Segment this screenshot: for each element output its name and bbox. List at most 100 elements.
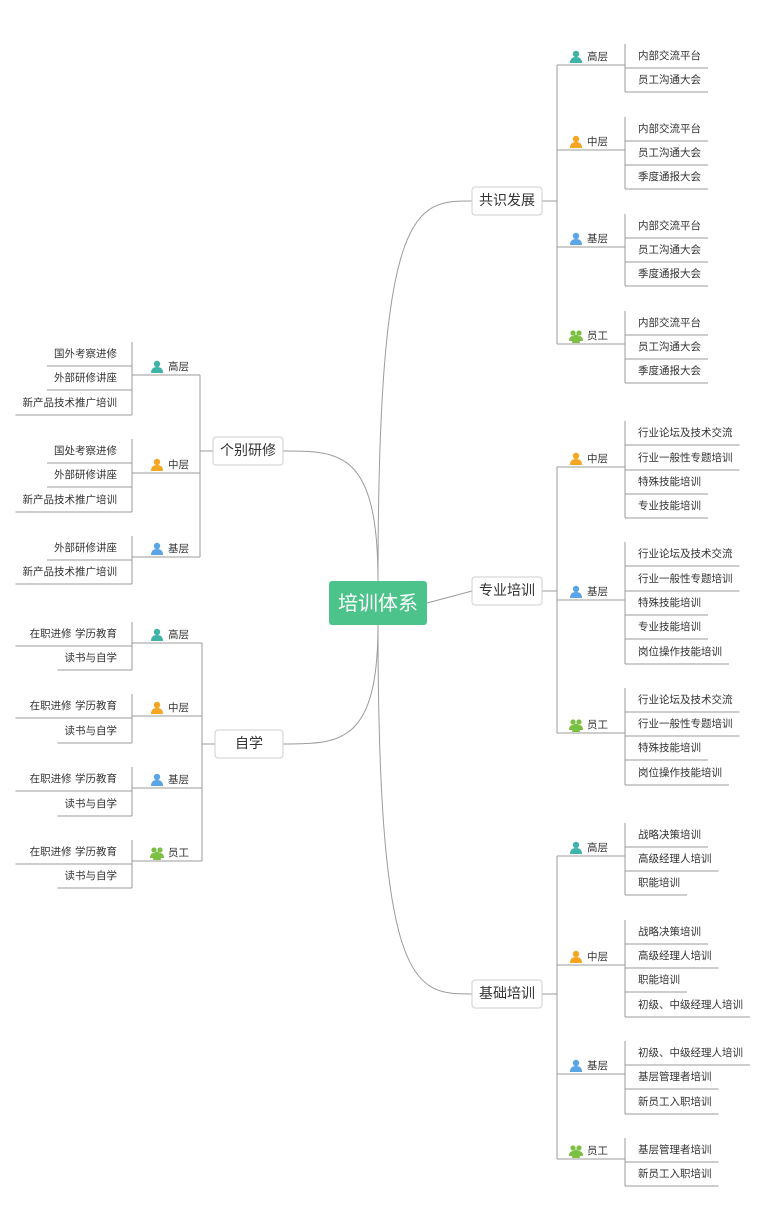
leaf-label: 特殊技能培训 — [638, 741, 701, 754]
leaf-item: 新员工入职培训 — [625, 1167, 719, 1187]
leaf-label: 外部研修讲座 — [54, 541, 117, 554]
level-label: 员工 — [168, 847, 189, 859]
leaf-item: 职能培训 — [625, 973, 687, 993]
person-icon — [151, 542, 163, 555]
leaf-item: 读书与自学 — [57, 724, 132, 744]
leaf-label: 战略决策培训 — [638, 925, 701, 938]
leaf-item: 行业一般性专题培训 — [625, 572, 740, 592]
leaf-item: 特殊技能培训 — [625, 475, 708, 495]
person-icon — [570, 841, 582, 854]
leaf-item: 初级、中级经理人培训 — [625, 1046, 750, 1066]
branch-0: 高层内部交流平台员工沟通大会中层内部交流平台员工沟通大会季度通报大会基层内部交流… — [471, 44, 708, 384]
leaf-label: 行业论坛及技术交流 — [638, 693, 733, 706]
branch-node[interactable]: 个别研修 — [212, 436, 284, 466]
branch-label: 个别研修 — [220, 443, 276, 459]
leaf-label: 新员工入职培训 — [638, 1167, 712, 1180]
leaf-item: 基层管理者培训 — [625, 1070, 719, 1090]
leaf-item: 员工沟通大会 — [625, 243, 708, 263]
branch-node[interactable]: 专业培训 — [471, 576, 543, 606]
level-label: 中层 — [168, 458, 189, 471]
leaf-item: 特殊技能培训 — [625, 596, 708, 616]
branch-connector — [282, 624, 379, 745]
level-label: 高层 — [168, 360, 189, 373]
leaf-item: 特殊技能培训 — [625, 741, 708, 761]
leaf-label: 高级经理人培训 — [638, 852, 712, 865]
leaf-label: 行业一般性专题培训 — [638, 717, 733, 730]
branch-3: 高层国外考察进修外部研修讲座新产品技术推广培训中层国处考察进修外部研修讲座新产品… — [15, 342, 284, 585]
person-icon — [570, 232, 582, 245]
branch-node[interactable]: 共识发展 — [471, 186, 543, 216]
leaf-item: 新产品技术推广培训 — [15, 493, 132, 513]
person-icon — [151, 773, 163, 786]
leaf-label: 职能培训 — [638, 876, 680, 889]
leaf-label: 员工沟通大会 — [638, 73, 701, 86]
level-label: 高层 — [587, 841, 608, 854]
branch-connector — [426, 590, 473, 604]
leaf-label: 行业一般性专题培训 — [638, 451, 733, 464]
leaf-label: 行业论坛及技术交流 — [638, 426, 733, 439]
leaf-label: 新产品技术推广培训 — [23, 565, 118, 578]
leaf-item: 专业技能培训 — [625, 620, 708, 640]
leaf-label: 职能培训 — [638, 973, 680, 986]
leaf-label: 初级、中级经理人培训 — [638, 1046, 743, 1059]
group-icon — [569, 1145, 583, 1158]
level-label: 高层 — [168, 628, 189, 641]
leaf-label: 初级、中级经理人培训 — [638, 998, 743, 1011]
person-icon — [570, 50, 582, 63]
level-label: 员工 — [587, 330, 608, 342]
leaf-label: 专业技能培训 — [638, 620, 701, 633]
leaf-label: 专业技能培训 — [638, 499, 701, 512]
leaf-label: 在职进修 学历教育 — [30, 845, 117, 858]
leaf-item: 新员工入职培训 — [625, 1095, 719, 1115]
branch-2: 高层战略决策培训高级经理人培训职能培训中层战略决策培训高级经理人培训职能培训初级… — [471, 823, 750, 1187]
leaf-label: 外部研修讲座 — [54, 371, 117, 384]
level-label: 高层 — [587, 50, 608, 63]
branch-connector — [282, 450, 379, 582]
leaf-label: 基层管理者培训 — [638, 1143, 712, 1156]
leaf-item: 读书与自学 — [57, 651, 132, 671]
level-label: 中层 — [587, 452, 608, 465]
leaf-item: 专业技能培训 — [625, 499, 708, 519]
leaf-item: 新产品技术推广培训 — [15, 565, 132, 585]
level-label: 员工 — [587, 1145, 608, 1157]
leaf-item: 在职进修 学历教育 — [15, 772, 132, 792]
branch-node[interactable]: 基础培训 — [471, 979, 543, 1009]
person-icon — [570, 585, 582, 598]
leaf-item: 行业一般性专题培训 — [625, 717, 740, 737]
person-icon — [151, 628, 163, 641]
leaf-item: 行业一般性专题培训 — [625, 451, 740, 471]
leaf-label: 内部交流平台 — [638, 219, 701, 232]
leaf-item: 初级、中级经理人培训 — [625, 998, 750, 1018]
leaf-item: 季度通报大会 — [625, 170, 708, 190]
level-node: 高层内部交流平台员工沟通大会 — [557, 44, 708, 93]
leaf-item: 岗位操作技能培训 — [625, 645, 729, 665]
branch-connector — [377, 200, 473, 582]
leaf-label: 在职进修 学历教育 — [30, 772, 117, 785]
branch-label: 共识发展 — [479, 193, 535, 209]
branch-node[interactable]: 自学 — [214, 729, 284, 759]
leaf-item: 高级经理人培训 — [625, 852, 719, 872]
root-label: 培训体系 — [338, 591, 418, 615]
leaf-label: 员工沟通大会 — [638, 146, 701, 159]
group-icon — [569, 719, 583, 732]
leaf-label: 战略决策培训 — [638, 828, 701, 841]
leaf-item: 员工沟通大会 — [625, 340, 708, 360]
leaf-item: 国处考察进修 — [47, 444, 132, 464]
root-node[interactable]: 培训体系 — [329, 581, 427, 625]
person-icon — [151, 360, 163, 373]
